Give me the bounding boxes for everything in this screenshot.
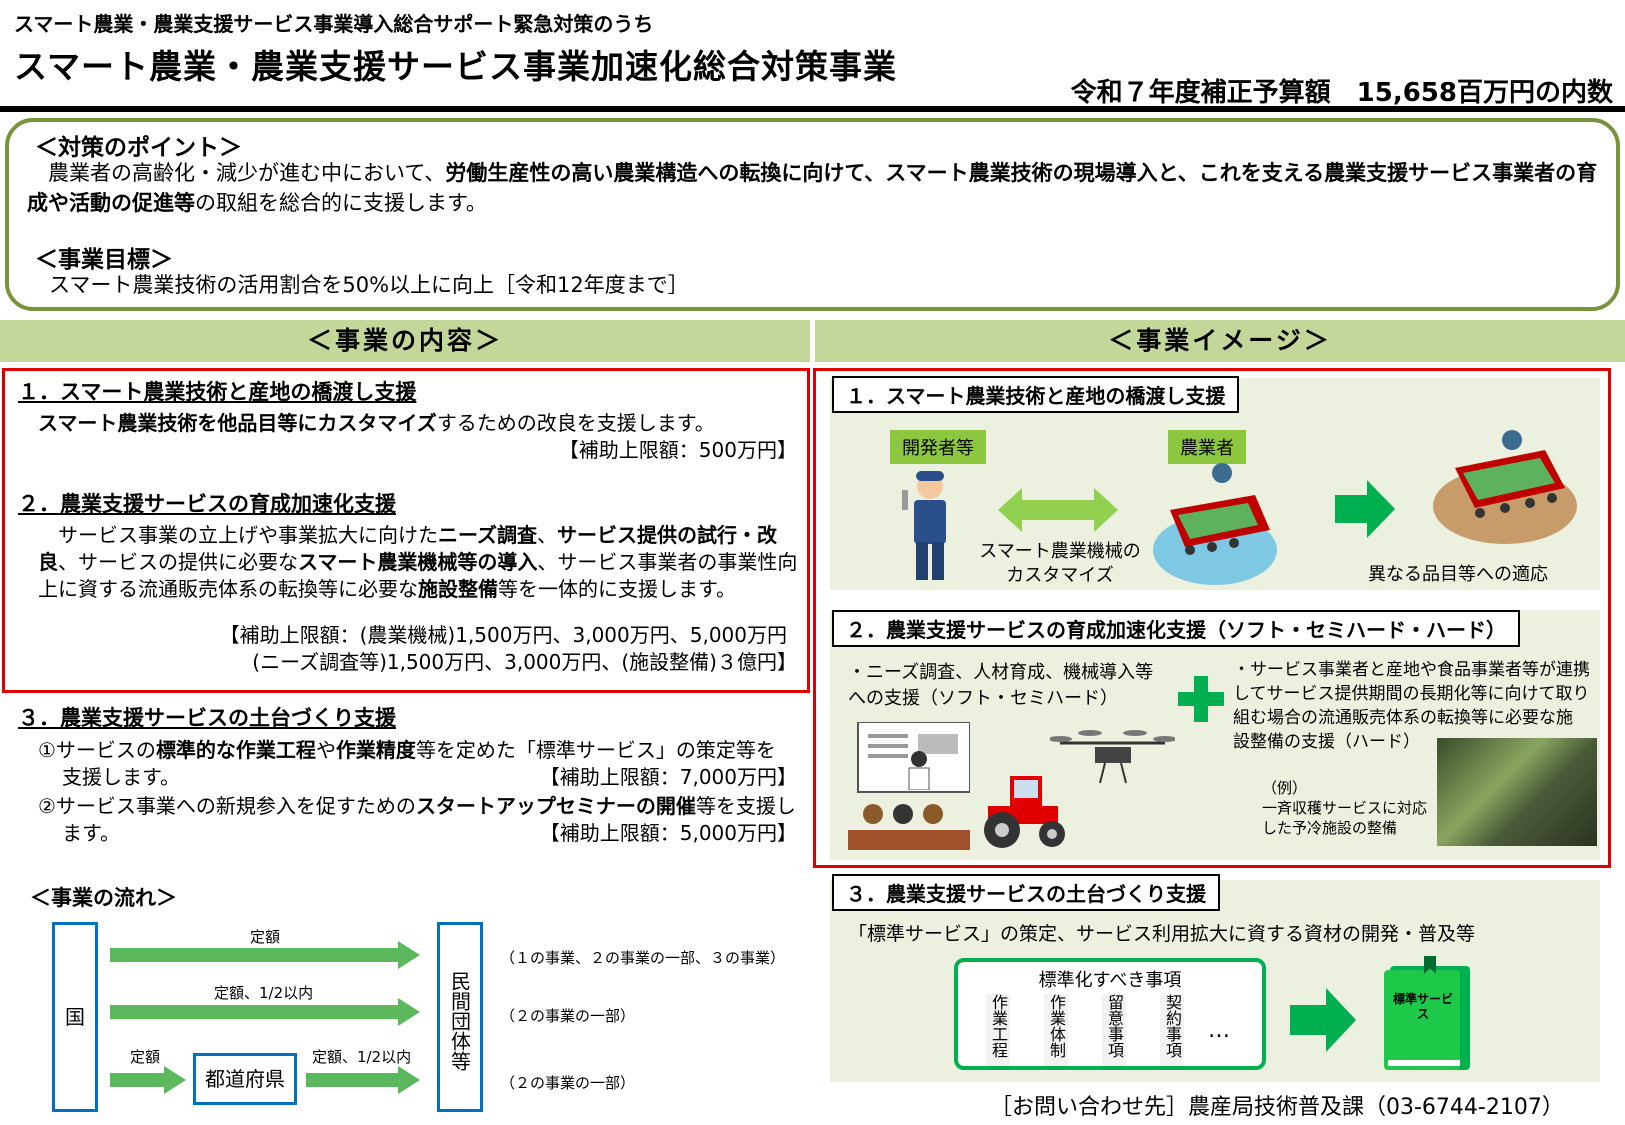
tag-farmer: 農業者 (1168, 430, 1246, 464)
points-heading: ＜対策のポイント＞ (35, 135, 242, 161)
content-item1-limit: 【補助上限額：500万円】 (558, 438, 797, 462)
header-subtitle: スマート農業・農業支援サービス事業導入総合サポート緊急対策のうち (14, 12, 654, 36)
std-col-1: 作業工程 (986, 994, 1010, 1066)
right-arrow-icon (1335, 480, 1395, 538)
field-machine-illustration-2 (1433, 430, 1577, 544)
points-text: 農業者の高齢化・減少が進む中において、労働生産性の高い農業構造への転換に向けて、… (27, 161, 1598, 215)
flow-private-label: 民間団体等 (447, 971, 472, 1071)
flow-arrow-1-label: 定額 (250, 928, 281, 946)
flow-heading: ＜事業の流れ＞ (30, 886, 177, 910)
flow-note-3: （２の事業の一部） (500, 1074, 636, 1092)
image-box1-title: １．スマート農業技術と産地の橋渡し支援 (832, 376, 1240, 413)
content-item3-step1: ①サービスの標準的な作業工程や作業精度等を定めた「標準サービス」の策定等を (38, 738, 776, 762)
box1-caption-customize: スマート農業機械のカスタマイズ (979, 541, 1141, 586)
drone-illustration (1050, 730, 1175, 784)
tag-developer: 開発者等 (890, 430, 986, 464)
header-divider (0, 106, 1625, 112)
box1-caption-adapt: 異なる品目等への適応 (1368, 564, 1548, 585)
flow-private-box: 民間団体等 (437, 922, 483, 1112)
flow-country-box: 国 (52, 922, 98, 1112)
page-title: スマート農業・農業支援サービス事業加速化総合対策事業 (14, 47, 898, 86)
content-red-frame (2, 368, 810, 693)
flow-arrow-3b-label: 定額、1/2以内 (312, 1048, 412, 1066)
box2-example-text: （例）一斉収穫サービスに対応した予冷施設の整備 (1262, 779, 1428, 837)
flow-arrow-3b (306, 1066, 420, 1094)
worker-illustration (902, 471, 946, 580)
content-item2-title: ２．農業支援サービスの育成加速化支援 (18, 492, 396, 516)
flow-prefecture-box: 都道府県 (193, 1053, 297, 1105)
std-col-4: 契約事項 (1160, 994, 1184, 1066)
field-machine-illustration (1153, 463, 1277, 585)
goal-heading: ＜事業目標＞ (35, 247, 173, 273)
cold-storage-photo (1437, 738, 1597, 846)
content-item3-title: ３．農業支援サービスの土台づくり支援 (18, 706, 396, 730)
flow-arrow-3a (110, 1066, 186, 1094)
content-item3-step2-cont: ます。 (62, 821, 120, 845)
content-item3-step2: ②サービス事業への新規参入を促すためのスタートアップセミナーの開催等を支援し (38, 794, 796, 818)
content-item1-text: スマート農業技術を他品目等にカスタマイズするための改良を支援します。 (38, 411, 715, 435)
goal-text: スマート農業技術の活用割合を50%以上に向上［令和12年度まで］ (49, 273, 689, 297)
flow-arrow-2-label: 定額、1/2以内 (214, 984, 314, 1002)
content-item2-text: サービス事業の立上げや事業拡大に向けたニーズ調査、サービス提供の試行・改良、サー… (38, 523, 798, 601)
content-item3-limit2: 【補助上限額：5,000万円】 (539, 821, 797, 845)
content-item1-title: １．スマート農業技術と産地の橋渡し支援 (18, 380, 417, 404)
right-arrow-icon-2 (1290, 988, 1356, 1052)
standard-service-book-icon (1384, 956, 1470, 1070)
std-more: … (1208, 1018, 1230, 1043)
content-section-header: ＜事業の内容＞ (0, 320, 810, 362)
standardization-box: 標準化すべき事項 作業工程 作業体制 留意事項 契約事項 … (954, 958, 1266, 1070)
double-arrow-icon (998, 488, 1118, 532)
flow-note-2: （２の事業の一部） (500, 1007, 636, 1025)
tractor-illustration (984, 776, 1065, 848)
content-item3-step1-cont: 支援します。 (62, 765, 180, 789)
content-item2-limit1: 【補助上限額：(農業機械)1,500万円、3,000万円、5,000万円 (219, 623, 787, 647)
flow-arrow-3a-label: 定額 (130, 1048, 161, 1066)
box3-description: 「標準サービス」の策定、サービス利用拡大に資する資材の開発・普及等 (848, 923, 1476, 945)
std-title: 標準化すべき事項 (1038, 970, 1182, 991)
flow-note-1: （１の事業、２の事業の一部、３の事業） (500, 949, 786, 967)
std-col-3: 留意事項 (1102, 994, 1126, 1066)
content-item2-limit2: (ニーズ調査等)1,500万円、3,000万円、(施設整備)３億円】 (252, 650, 797, 674)
flow-arrow-2 (110, 998, 420, 1026)
image-red-frame (813, 368, 1611, 868)
book-label: 標準サービス (1392, 992, 1453, 1021)
image-box3-title: ３．農業支援サービスの土台づくり支援 (832, 874, 1220, 911)
content-item3-limit1: 【補助上限額：7,000万円】 (539, 765, 797, 789)
image-section-header: ＜事業イメージ＞ (815, 320, 1625, 362)
box2-left-text: ・ニーズ調査、人材育成、機械導入等への支援（ソフト・セミハード） (848, 662, 1154, 709)
flow-arrow-1 (110, 941, 420, 969)
teacher-illustration (908, 751, 930, 790)
contact-info: ［お問い合わせ先］農産局技術普及課（03-6744-2107） (990, 1095, 1564, 1120)
std-col-2: 作業体制 (1044, 994, 1068, 1066)
policy-points-box: ＜対策のポイント＞ 農業者の高齢化・減少が進む中において、労働生産性の高い農業構… (5, 118, 1620, 311)
box2-right-text: ・サービス事業者と産地や食品事業者等が連携してサービス提供期間の長期化等に向けて… (1233, 660, 1590, 752)
plus-icon (1178, 676, 1224, 722)
budget-amount: 令和７年度補正予算額 15,658百万円の内数 (1070, 78, 1613, 108)
image-box2-title: ２．農業支援サービスの育成加速化支援（ソフト・セミハード・ハード） (832, 610, 1520, 647)
